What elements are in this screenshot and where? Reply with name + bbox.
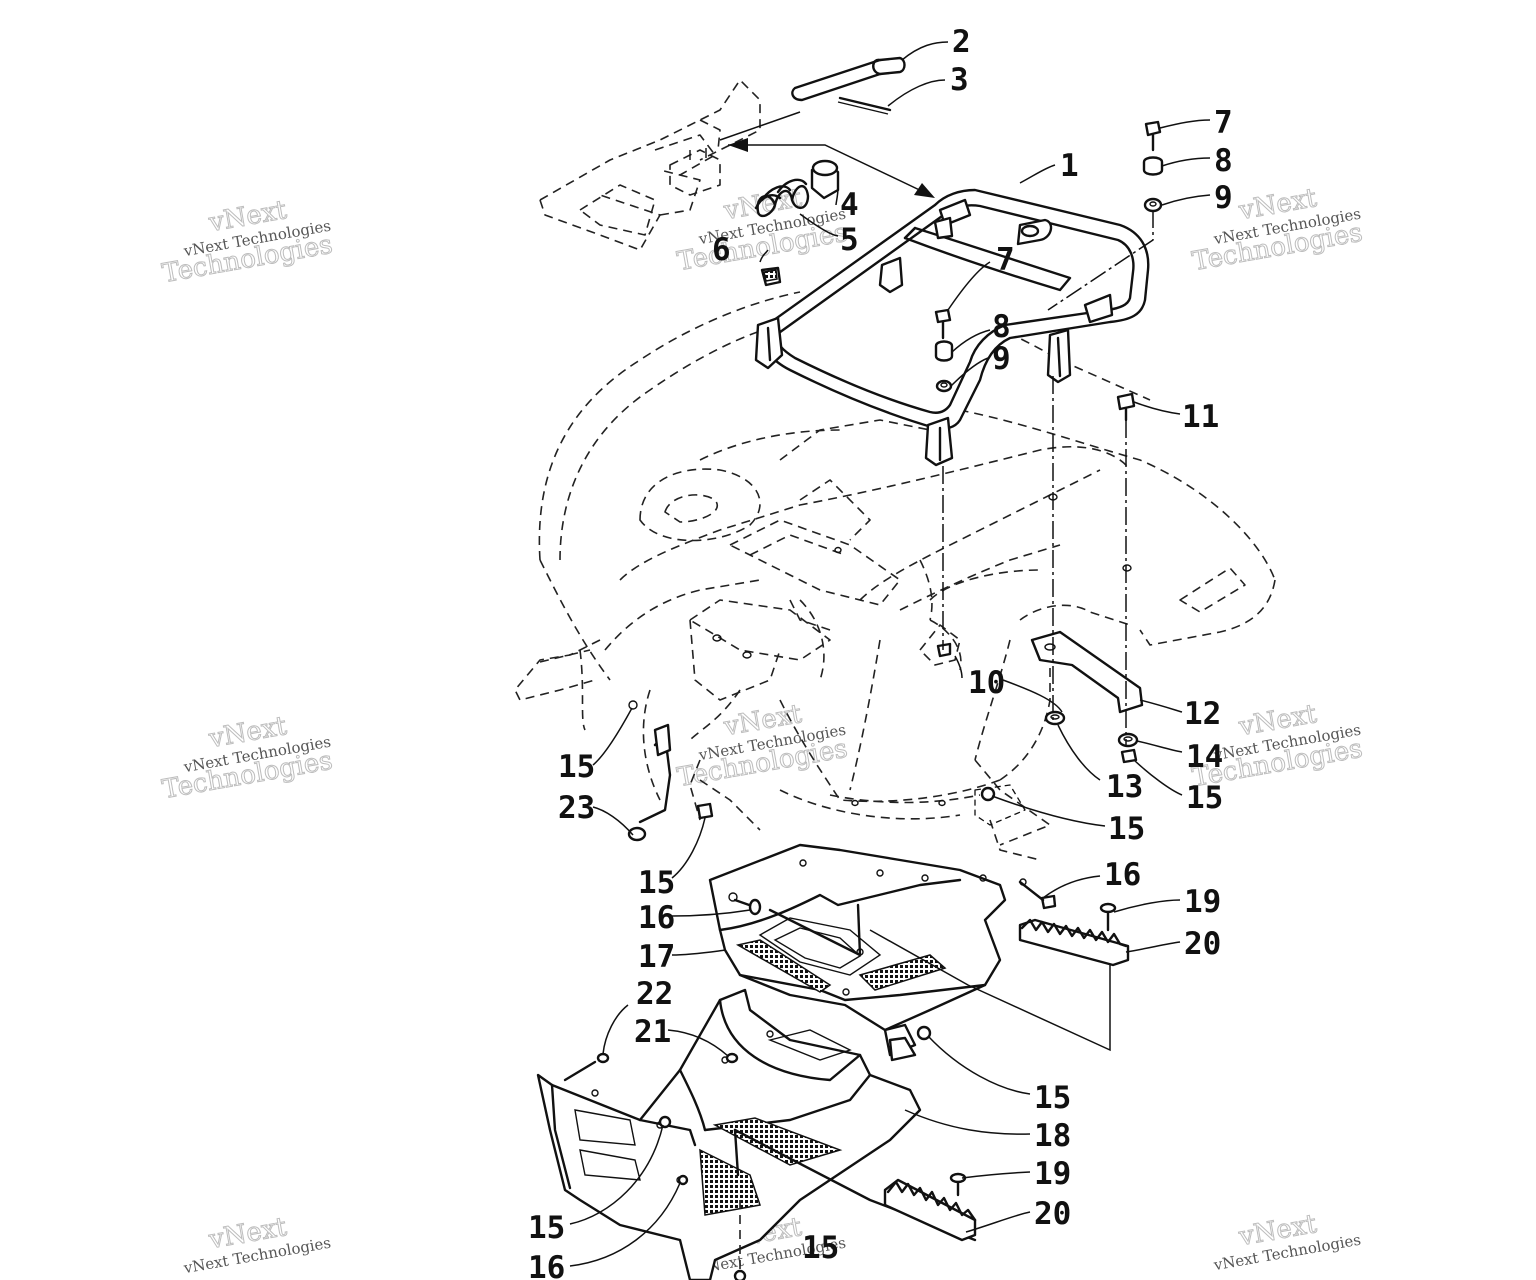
fastener-stack-right <box>1142 120 1164 213</box>
callout-16-lower: 16 <box>528 1250 565 1280</box>
nut-15-lower-right <box>916 1025 932 1041</box>
watermark-bottom-left: vNext vNext Technologies <box>181 1212 332 1278</box>
callout-13: 13 <box>1106 769 1143 805</box>
callout-15-lower-left: 15 <box>528 1210 565 1246</box>
callout-8-center: 8 <box>992 309 1011 345</box>
callout-labels: 1 2 3 4 5 6 7 7 8 8 9 9 10 11 12 13 14 1… <box>528 24 1233 1280</box>
foot-tread-20-lower <box>883 1178 977 1242</box>
assembly-center-lines <box>942 210 1154 745</box>
callout-6: 6 <box>712 232 731 268</box>
callout-9-center: 9 <box>992 341 1011 377</box>
screw-16-lower <box>677 1174 689 1186</box>
callout-16-upper: 16 <box>638 900 675 936</box>
watermark-top-left: vNext vNext Technologies Technologies <box>160 195 336 290</box>
callout-1: 1 <box>1060 148 1079 184</box>
washer-13 <box>1044 710 1066 726</box>
callout-16-right: 16 <box>1104 857 1141 893</box>
footwell-lower-18 <box>536 988 977 1280</box>
callout-leaders <box>569 41 1211 1267</box>
nut-15-lower-left <box>658 1115 672 1129</box>
rear-rack <box>754 188 1150 467</box>
callout-20-lower: 20 <box>1034 1196 1071 1232</box>
nut-15-mid <box>974 784 1026 826</box>
callout-18: 18 <box>1034 1118 1071 1154</box>
callout-19-lower: 19 <box>1034 1156 1071 1192</box>
screw-21 <box>725 1052 739 1064</box>
foot-tread-20-upper <box>1018 918 1130 967</box>
footwell-upper-17 <box>708 843 1027 1057</box>
callout-5: 5 <box>840 222 859 258</box>
screw-19-upper <box>1099 902 1117 932</box>
callout-4: 4 <box>840 187 859 223</box>
screw-16-right <box>1018 880 1057 910</box>
callout-15-right: 15 <box>1186 780 1223 816</box>
watermark-top-right: vNext vNext Technologies Technologies <box>1190 183 1366 278</box>
callout-12: 12 <box>1184 696 1221 732</box>
rear-body-outline <box>514 79 1276 861</box>
nut-15-right <box>1120 748 1138 764</box>
watermark-mid-center: vNext vNext Technologies Technologies <box>675 699 851 794</box>
callout-15-mid: 15 <box>1108 811 1145 847</box>
callout-11: 11 <box>1182 399 1219 435</box>
callout-7-center: 7 <box>996 242 1015 278</box>
latch-bracket <box>669 148 721 196</box>
mud-flap-bracket-23 <box>627 700 672 842</box>
callout-7-top: 7 <box>1214 105 1233 141</box>
cotter-pin <box>837 96 892 115</box>
callout-21: 21 <box>634 1014 671 1050</box>
washer-14 <box>1117 732 1139 748</box>
callout-3: 3 <box>950 62 969 98</box>
watermark-mid-left: vNext vNext Technologies Technologies <box>160 711 336 806</box>
callout-2: 2 <box>952 24 971 60</box>
mounting-bracket-12 <box>1030 630 1144 714</box>
callout-23: 23 <box>558 790 595 826</box>
callout-8-top: 8 <box>1214 143 1233 179</box>
screw-22 <box>563 1052 610 1082</box>
rubber-bumper <box>810 159 840 200</box>
latch-handle-pin <box>791 56 906 102</box>
coil-spring <box>754 178 810 218</box>
tread-leader-lines <box>869 929 1111 1052</box>
bolt-11 <box>1116 392 1136 422</box>
callout-19-upper: 19 <box>1184 884 1221 920</box>
callout-15-footwell: 15 <box>638 865 675 901</box>
nut-15-left <box>696 802 714 820</box>
callout-20-upper: 20 <box>1184 926 1221 962</box>
nut-15-bottom <box>733 1269 747 1280</box>
callout-15-bottom: 15 <box>802 1230 839 1266</box>
body-mount-10 <box>919 624 961 666</box>
callout-15-left: 15 <box>558 749 595 785</box>
callout-14: 14 <box>1186 739 1223 775</box>
callout-9-top: 9 <box>1214 180 1233 216</box>
callout-15-lower-right: 15 <box>1034 1080 1071 1116</box>
rack-end-plug <box>760 266 782 287</box>
callout-22: 22 <box>636 976 673 1012</box>
latch-direction-arrows <box>719 111 935 198</box>
watermark-bottom-right: vNext vNext Technologies <box>1211 1209 1362 1275</box>
callout-17: 17 <box>638 939 675 975</box>
screw-16-upper <box>733 898 762 916</box>
callout-10: 10 <box>968 665 1005 701</box>
